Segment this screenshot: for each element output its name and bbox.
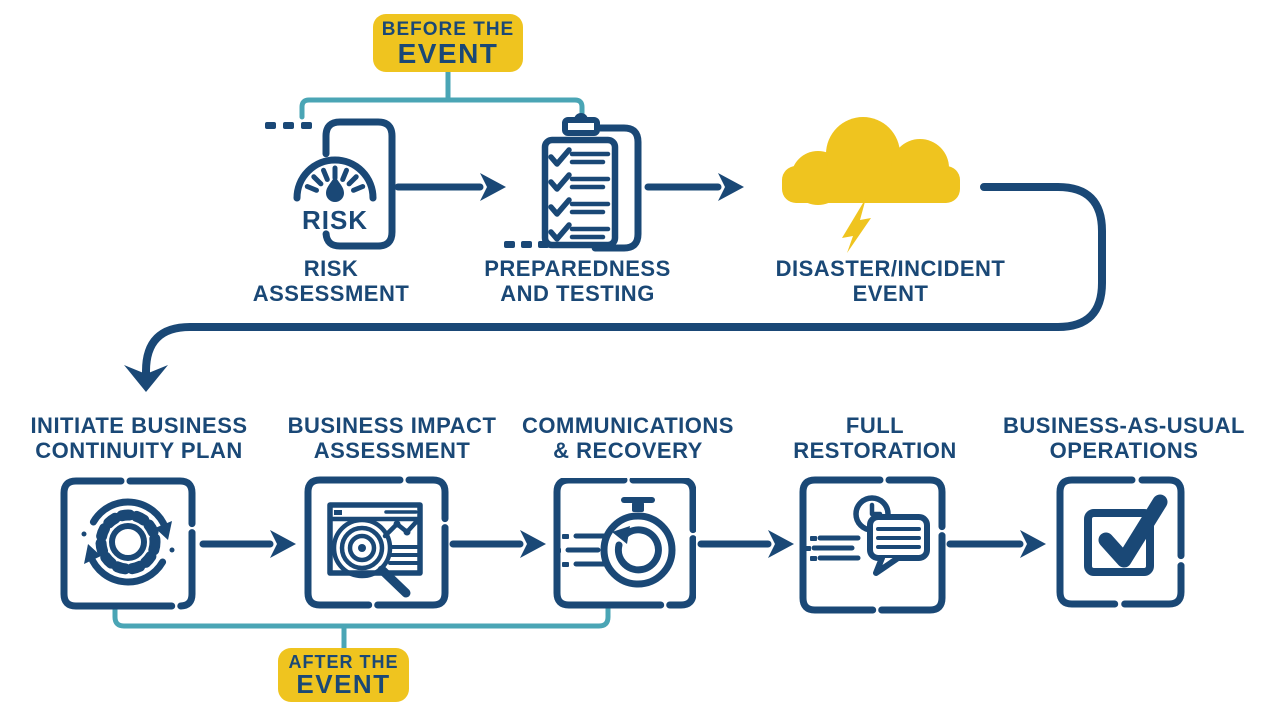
label-business-as-usual-operations: BUSINESS-AS-USUAL OPERATIONS: [993, 413, 1255, 463]
label-risk-assessment: RISK ASSESSMENT: [211, 256, 451, 306]
label-line: AND TESTING: [500, 281, 655, 306]
badge-line: AFTER THE: [288, 652, 399, 672]
icon-frame: [60, 477, 196, 610]
label-disaster-incident-event: DISASTER/INCIDENT EVENT: [748, 256, 1033, 306]
gear-cycle-icon: [60, 477, 196, 610]
checklist-lines: [569, 151, 611, 240]
clipboard-body: [541, 136, 619, 249]
lightning-bolt: [842, 198, 871, 253]
label-line: & RECOVERY: [553, 438, 703, 463]
label-line: RESTORATION: [793, 438, 957, 463]
checkbox-check-icon: [1056, 476, 1185, 608]
storm-cloud-lightning-icon: [782, 117, 960, 253]
arrow-risk-to-preparedness: [394, 173, 506, 201]
badge-line: EVENT: [397, 38, 499, 69]
label-line: OPERATIONS: [1049, 438, 1199, 463]
icon-frame: [799, 476, 946, 614]
checkmark: [1098, 494, 1168, 568]
badge-line: EVENT: [296, 669, 391, 699]
label-line: PREPAREDNESS: [484, 256, 671, 281]
arrow-impact-to-communications: [449, 530, 546, 558]
icon-frame: [556, 124, 642, 252]
label-communications-and-recovery: COMMUNICATIONS & RECOVERY: [507, 413, 749, 463]
magnifier-handle: [377, 565, 411, 598]
magnifier-target: [331, 517, 411, 598]
risk-gauge-icon: RISK: [265, 118, 396, 250]
label-line: ASSESSMENT: [313, 438, 471, 463]
speed-lines: [811, 535, 861, 561]
badge-line: BEFORE THE: [381, 19, 515, 40]
before-event-bracket-connector: [299, 69, 585, 120]
icon-frame: [322, 118, 396, 250]
gauge-arc: [293, 156, 377, 202]
label-line: CONTINUITY PLAN: [35, 438, 243, 463]
label-line: RISK: [303, 256, 359, 281]
label-line: DISASTER/INCIDENT: [775, 256, 1006, 281]
label-full-restoration: FULL RESTORATION: [764, 413, 986, 463]
speed-dots: [804, 536, 817, 561]
label-line: EVENT: [852, 281, 929, 306]
label-line: FULL: [845, 413, 905, 438]
icon-frame: [553, 478, 696, 609]
arrow-restoration-to-bau: [946, 530, 1046, 558]
gear-teeth: [95, 509, 161, 575]
label-line: INITIATE BUSINESS: [30, 413, 248, 438]
icon-frame: [1056, 476, 1185, 608]
speed-lines: [565, 533, 607, 567]
arrow-initiate-to-impact: [199, 530, 296, 558]
before-the-event-badge: BEFORE THE EVENT: [373, 14, 523, 72]
arrow-preparedness-to-disaster: [644, 173, 744, 201]
after-the-event-badge: AFTER THE EVENT: [278, 648, 409, 702]
label-line: ASSESSMENT: [252, 281, 410, 306]
line-chart-glyph: [382, 517, 421, 539]
speed-dots: [554, 534, 569, 567]
cloud-shape: [782, 117, 960, 205]
icon-frame: [304, 476, 449, 609]
recovery-arrow-ring: [614, 526, 662, 574]
arrow-communications-to-restoration: [697, 530, 794, 558]
event-to-response-curve-arrow: [124, 183, 1106, 392]
checklist-clipboard-icon: [504, 113, 642, 252]
clock-message-icon: [799, 476, 946, 614]
checkmarks: [548, 147, 572, 242]
label-initiate-business-continuity-plan: INITIATE BUSINESS CONTINUITY PLAN: [18, 413, 260, 463]
label-line: BUSINESS-AS-USUAL: [1003, 413, 1245, 438]
stopwatch-recovery-icon: [553, 478, 696, 609]
data-lines: [388, 545, 420, 565]
frame-dashes: [265, 122, 312, 129]
message-bubble: [867, 514, 930, 576]
curve-arrowhead-down: [124, 365, 168, 392]
cycle-arrows: [81, 498, 175, 586]
analytics-magnifier-icon: [304, 476, 449, 609]
gear-hub: [109, 523, 147, 561]
droplet-glyph: [326, 176, 344, 202]
frame-dashes: [504, 241, 549, 248]
after-event-bracket-connector: [112, 603, 611, 651]
label-line: COMMUNICATIONS: [522, 413, 734, 438]
label-business-impact-assessment: BUSINESS IMPACT ASSESSMENT: [271, 413, 513, 463]
label-preparedness-and-testing: PREPAREDNESS AND TESTING: [455, 256, 700, 306]
clipboard-clip: [562, 117, 600, 136]
gauge-risk-text: RISK: [302, 205, 368, 235]
label-line: BUSINESS IMPACT: [287, 413, 497, 438]
